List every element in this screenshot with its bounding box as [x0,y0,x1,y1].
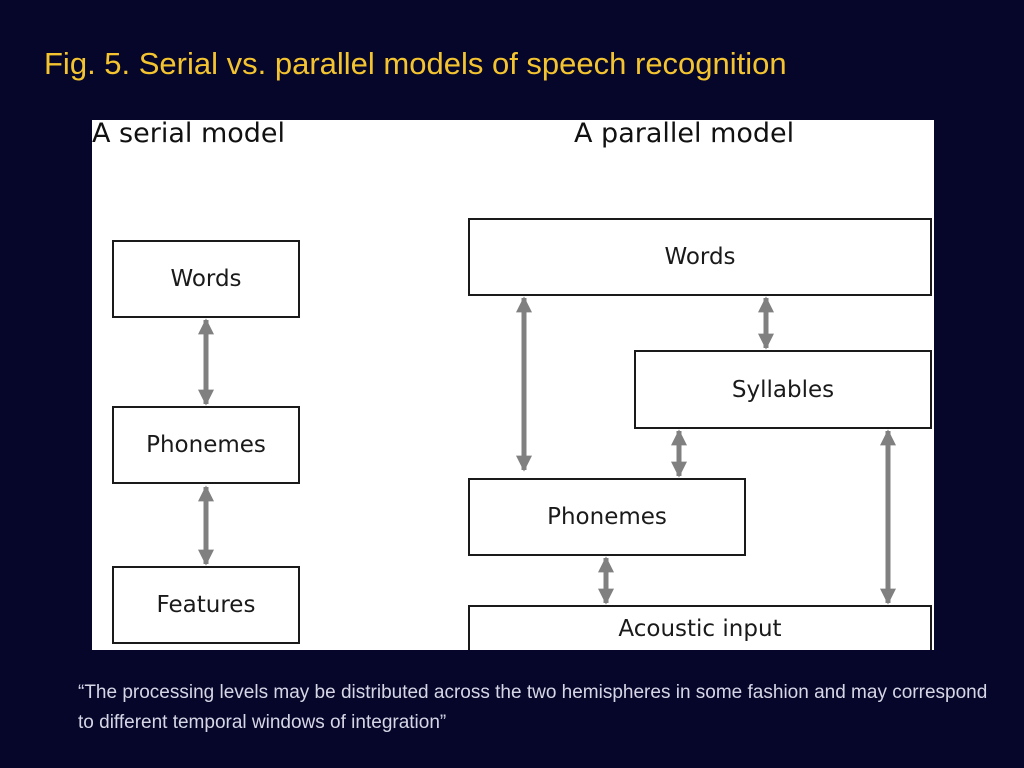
parallel-phonemes-box: Phonemes [468,478,746,556]
serial-model-title: A serial model [92,120,286,149]
parallel-syllables-box: Syllables [634,350,932,429]
parallel-words-box: Words [468,218,932,296]
model-diagram: A serial model A parallel model Words Ph… [92,120,934,650]
serial-features-box: Features [112,566,300,644]
connector-arrows [197,296,897,605]
serial-phonemes-box: Phonemes [112,406,300,484]
slide-title: Fig. 5. Serial vs. parallel models of sp… [44,46,787,81]
parallel-model-title: A parallel model [574,120,795,149]
slide-caption: “The processing levels may be distribute… [78,682,988,733]
parallel-acoustic-input-box: Acoustic input [468,605,932,650]
serial-words-box: Words [112,240,300,318]
